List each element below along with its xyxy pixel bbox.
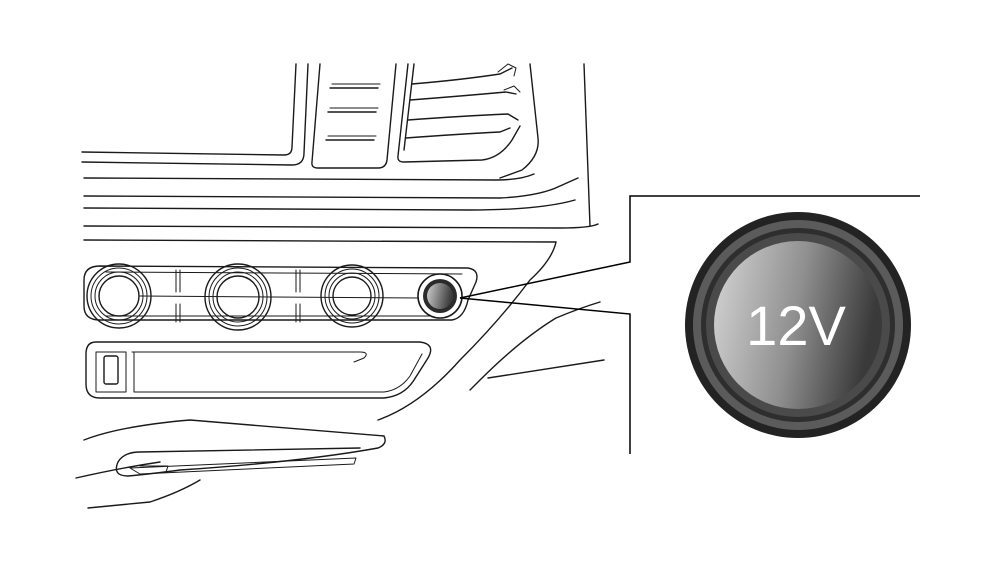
right-knob[interactable]	[320, 264, 384, 328]
power-outlet-icon: 12V	[685, 212, 911, 438]
power-socket-small[interactable]	[417, 273, 463, 319]
center-knob[interactable]	[204, 263, 272, 331]
storage-tray	[85, 341, 432, 399]
left-knob[interactable]	[86, 263, 152, 329]
dashboard-upper	[81, 63, 599, 243]
console-lower	[75, 241, 605, 509]
lower-slot	[75, 419, 386, 509]
callout-leader	[459, 195, 920, 454]
socket-label: 12V	[746, 294, 846, 357]
